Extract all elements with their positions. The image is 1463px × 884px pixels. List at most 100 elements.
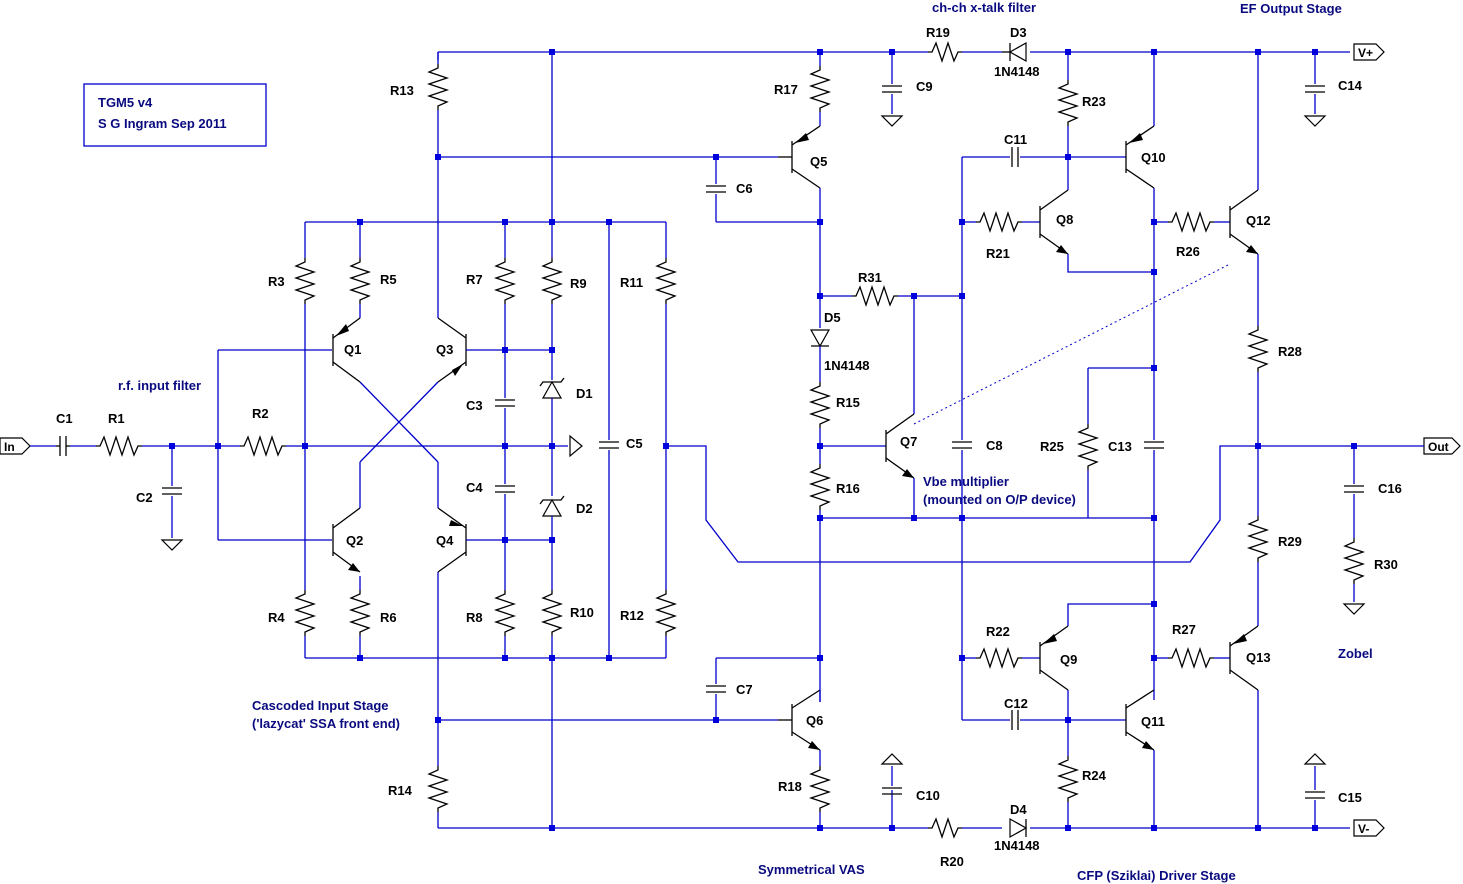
label-q9: Q9 [1060, 652, 1077, 667]
label-r31: R31 [858, 270, 882, 285]
zener-d2 [539, 495, 565, 517]
label-c6: C6 [736, 181, 753, 196]
label-r12: R12 [620, 608, 644, 623]
svg-text:V+: V+ [1358, 46, 1373, 60]
label-r28: R28 [1278, 344, 1302, 359]
label-r13: R13 [390, 83, 414, 98]
vplus-flag: V+ [1353, 43, 1385, 61]
svg-text:V-: V- [1358, 822, 1369, 836]
label-r29: R29 [1278, 534, 1302, 549]
transistor-q7 [885, 413, 915, 479]
label-r18: R18 [778, 779, 802, 794]
res-r13 [426, 64, 450, 110]
cap-c4 [495, 485, 515, 493]
res-r8 [493, 590, 517, 636]
cap-c5 [599, 441, 619, 449]
label-r11: R11 [620, 275, 643, 290]
label-r24: R24 [1082, 768, 1107, 783]
res-r16 [808, 464, 832, 510]
transistor-q13 [1229, 625, 1259, 691]
label-q1: Q1 [344, 342, 361, 357]
label-d1: D1 [576, 386, 593, 401]
label-q13: Q13 [1246, 650, 1271, 665]
res-r7 [493, 258, 517, 304]
label-c9: C9 [916, 79, 933, 94]
label-r10: R10 [570, 605, 594, 620]
res-r20 [928, 816, 962, 840]
res-r11 [654, 258, 678, 304]
ground-c10 [880, 753, 904, 765]
ground-c2 [160, 539, 184, 551]
junction-dots [169, 49, 1357, 831]
label-r3: R3 [268, 274, 285, 289]
label-r4: R4 [268, 610, 285, 625]
label-c14: C14 [1338, 78, 1363, 93]
transistor-q1 [332, 317, 361, 383]
title-box [83, 83, 267, 147]
transistor-q6 [778, 689, 821, 751]
note-xtalk: ch-ch x-talk filter [932, 0, 1036, 15]
transistor-q5 [778, 125, 821, 189]
label-q3: Q3 [436, 342, 453, 357]
label-r14: R14 [388, 783, 413, 798]
label-c8: C8 [986, 438, 1003, 453]
label-c2: C2 [136, 490, 153, 505]
res-r5 [348, 258, 372, 304]
label-r16: R16 [836, 481, 860, 496]
label-r22: R22 [986, 624, 1010, 639]
label-r21: R21 [986, 246, 1010, 261]
svg-text:In: In [4, 440, 15, 454]
label-q6: Q6 [806, 713, 823, 728]
transistor-q8 [1039, 189, 1069, 255]
cap-c8 [952, 441, 972, 449]
note-vbe-1: Vbe multiplier [923, 474, 1009, 489]
ground-c14 [1303, 115, 1327, 127]
label-c5: C5 [626, 436, 643, 451]
res-r18 [808, 766, 832, 812]
cap-c14 [1305, 85, 1325, 93]
label-r8: R8 [466, 610, 483, 625]
label-r26: R26 [1176, 244, 1200, 259]
res-r3 [293, 258, 317, 304]
cap-c1 [56, 436, 70, 456]
label-r19: R19 [926, 25, 950, 40]
label-c10: C10 [916, 788, 940, 803]
label-c12: C12 [1004, 696, 1028, 711]
label-q12: Q12 [1246, 213, 1271, 228]
res-r14 [426, 766, 450, 812]
ground-c15 [1303, 753, 1327, 765]
title-line-2: S G Ingram Sep 2011 [98, 116, 227, 131]
res-r2 [240, 434, 286, 458]
title-line-1: TGM5 v4 [98, 95, 153, 110]
transistor-q4 [437, 507, 467, 573]
note-cascode-2: ('lazycat' SSA front end) [252, 716, 400, 731]
note-zobel: Zobel [1338, 646, 1373, 661]
res-r22 [976, 646, 1022, 670]
label-q5: Q5 [810, 154, 827, 169]
res-r30 [1342, 538, 1366, 584]
zener-d1 [539, 377, 565, 399]
label-r1: R1 [108, 411, 125, 426]
res-r10 [540, 590, 564, 636]
cap-c12 [1011, 710, 1019, 730]
label-q8: Q8 [1056, 212, 1073, 227]
label-r6: R6 [380, 610, 397, 625]
note-rf-input: r.f. input filter [118, 378, 201, 393]
diode-d3 [1002, 41, 1027, 63]
label-q10: Q10 [1141, 150, 1166, 165]
label-r17: R17 [774, 82, 798, 97]
label-c3: C3 [466, 398, 483, 413]
note-ef-output: EF Output Stage [1240, 1, 1342, 16]
res-r15 [808, 382, 832, 428]
label-r9: R9 [570, 276, 587, 291]
label-c15: C15 [1338, 790, 1362, 805]
label-q2: Q2 [346, 533, 363, 548]
label-r25: R25 [1040, 439, 1064, 454]
label-d5: D5 [824, 310, 841, 325]
label-q7: Q7 [900, 434, 917, 449]
label-d3: D3 [1010, 25, 1027, 40]
ground-r30 [1342, 603, 1366, 615]
label-c7: C7 [736, 682, 753, 697]
res-r6 [348, 590, 372, 636]
label-d2: D2 [576, 501, 593, 516]
